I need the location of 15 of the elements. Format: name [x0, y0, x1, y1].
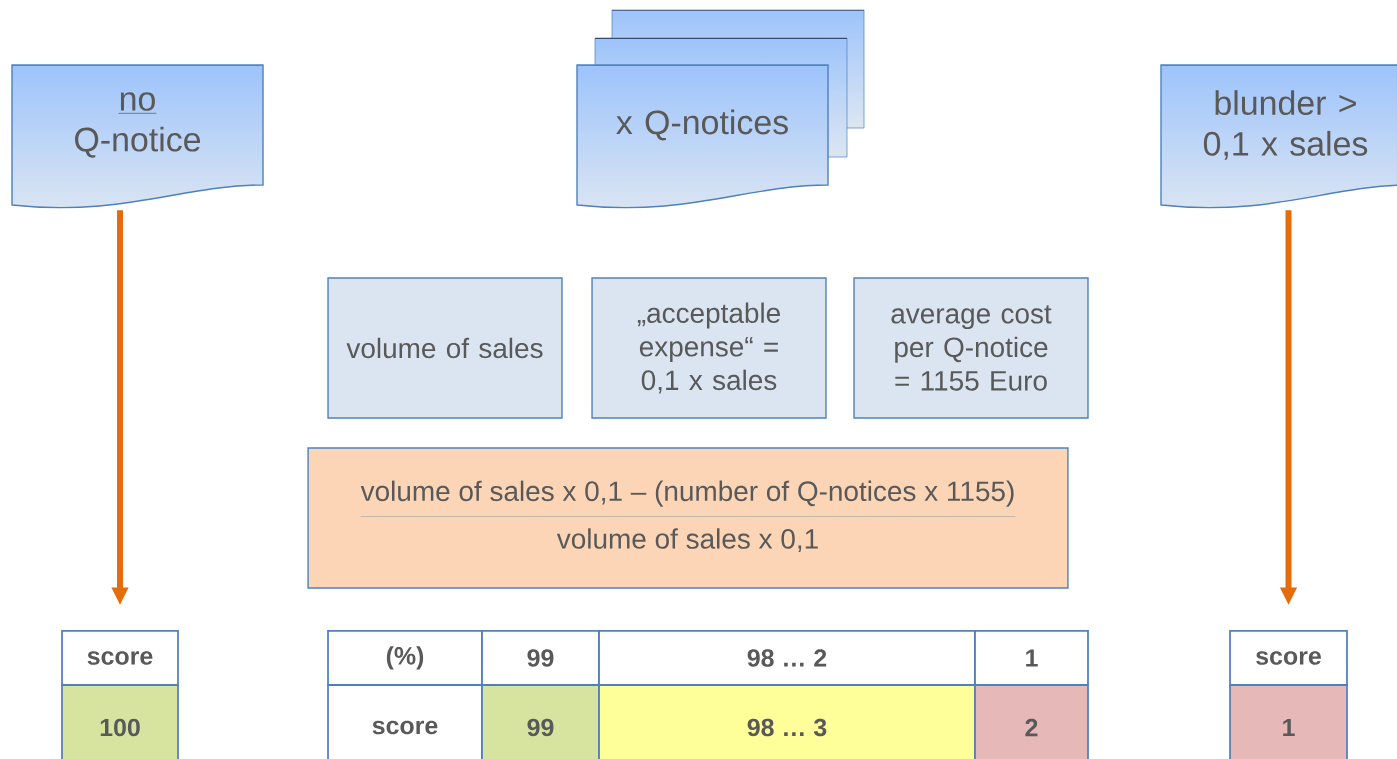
- table-cell: 1: [1229, 684, 1348, 759]
- table-cell: 2: [974, 684, 1089, 759]
- text-box: average cost per Q-notice = 1155 Euro: [853, 277, 1089, 419]
- text-box: „acceptable expense“ = 0,1 x sales: [591, 277, 827, 419]
- table-cell: 99: [481, 630, 600, 686]
- text-box: volume of sales: [327, 277, 563, 419]
- formula-box: volume of sales x 0,1 – (number of Q-notices x 1155) volume of sales x 0,1: [307, 447, 1069, 589]
- table-cell: 1: [974, 630, 1089, 686]
- table-cell: score: [61, 630, 179, 686]
- table-cell: 99: [481, 684, 600, 759]
- table-cell: 98 … 3: [598, 684, 976, 759]
- table-cell: score: [327, 684, 483, 759]
- table-cell: (%): [327, 630, 483, 686]
- table-cell: score: [1229, 630, 1348, 686]
- table-cell: 100: [61, 684, 179, 759]
